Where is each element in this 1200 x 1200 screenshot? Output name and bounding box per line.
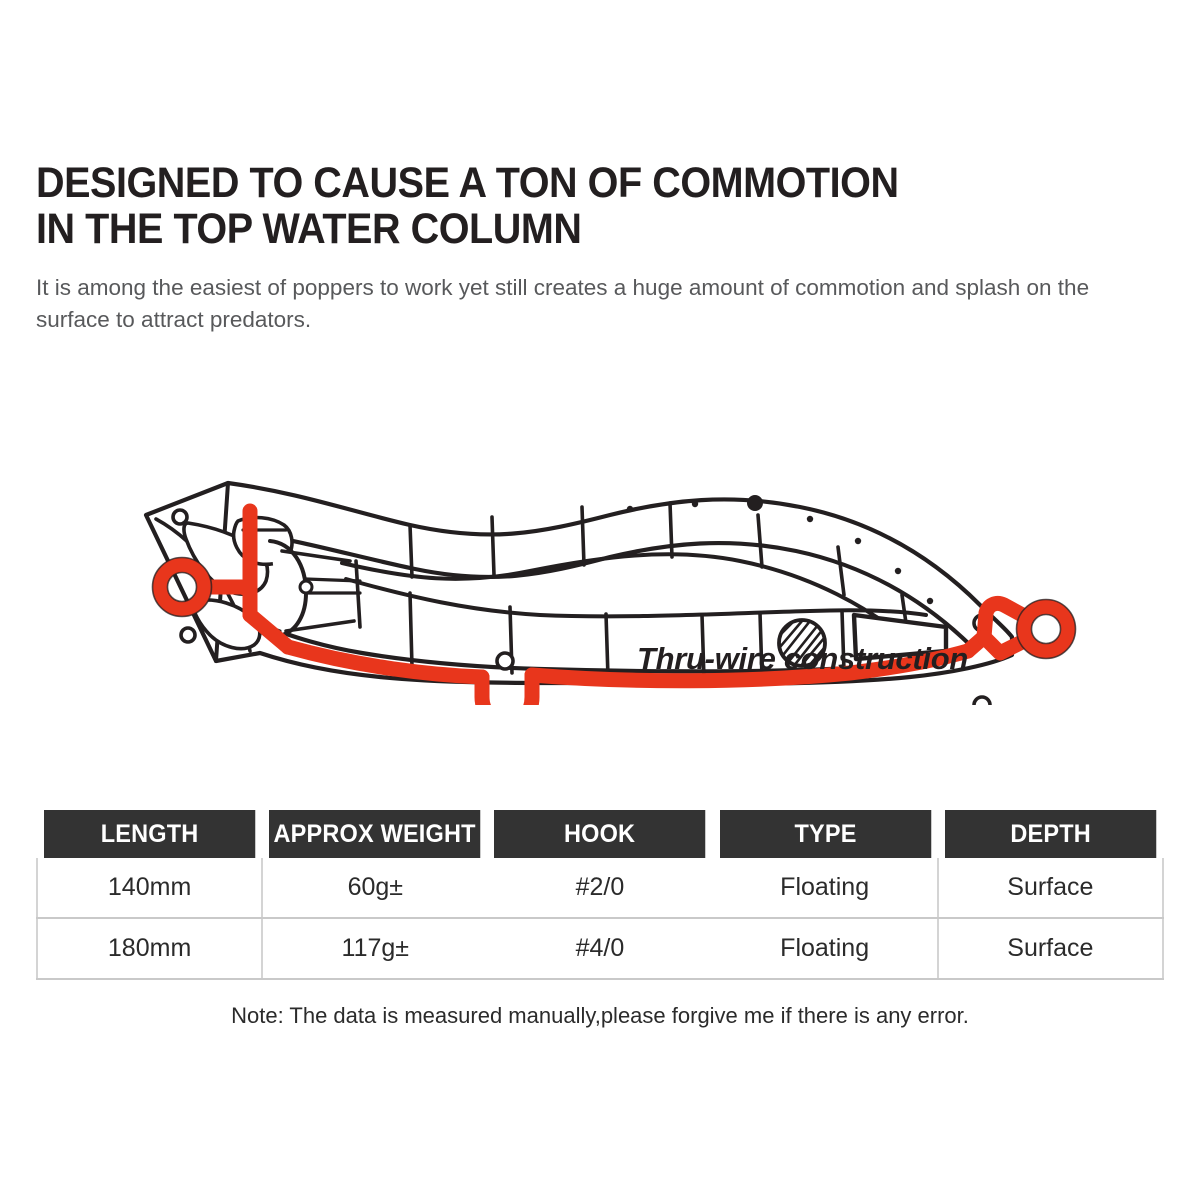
mouth-bore-pin bbox=[298, 579, 314, 595]
head-pin-hole-top bbox=[171, 508, 189, 526]
chamber-divider-u1 bbox=[354, 559, 362, 629]
page-title: DESIGNED TO CAUSE A TON OF COMMOTION IN … bbox=[36, 159, 899, 253]
cell-depth: Surface bbox=[936, 858, 1165, 919]
cell-length: 140mm bbox=[35, 858, 264, 919]
spec-table-wrapper: LENGTH APPROX WEIGHT HOOK TYPE DEPTH 140… bbox=[35, 810, 1165, 980]
tail-eye-loop bbox=[1016, 599, 1076, 659]
wire-tail-yoke-lower bbox=[976, 629, 1032, 661]
chamber-divider-u6 bbox=[756, 513, 764, 569]
cell-weight: 117g± bbox=[262, 918, 488, 980]
spec-header-row: LENGTH APPROX WEIGHT HOOK TYPE DEPTH bbox=[37, 810, 1163, 858]
wire-belly-rail-rear bbox=[524, 643, 976, 689]
header-block: DESIGNED TO CAUSE A TON OF COMMOTION IN … bbox=[36, 160, 1146, 336]
cell-hook: #2/0 bbox=[487, 858, 713, 919]
thru-wire-assembly bbox=[152, 503, 1076, 705]
seam-dot-2 bbox=[691, 500, 699, 508]
chamber-divider-l1 bbox=[408, 591, 414, 669]
wire-belly-rail-front bbox=[280, 639, 490, 685]
thru-wire-caption: Thru-wire construction bbox=[637, 641, 968, 676]
chamber-divider-u7 bbox=[836, 545, 846, 597]
column-header-hook: HOOK bbox=[494, 810, 706, 858]
lure-cutaway-illustration bbox=[110, 415, 1100, 705]
seam-dot-3 bbox=[806, 515, 814, 523]
belly-hanger-hole bbox=[495, 651, 515, 671]
column-header-depth: DEPTH bbox=[944, 810, 1157, 858]
seam-dot-6 bbox=[926, 597, 934, 605]
mouth-funnel-taper-bot bbox=[284, 619, 356, 633]
mouth-funnel-taper-top bbox=[280, 549, 352, 563]
cell-type: Floating bbox=[712, 858, 938, 919]
cell-length: 180mm bbox=[35, 918, 264, 980]
chamber-divider-l5 bbox=[758, 611, 764, 679]
chamber-divider-u2 bbox=[408, 523, 414, 579]
column-header-length: LENGTH bbox=[43, 810, 256, 858]
chamber-upper-floor bbox=[340, 552, 918, 649]
chamber-divider-l6 bbox=[840, 609, 846, 673]
chamber-divider-u4 bbox=[580, 505, 586, 567]
chamber-divider-l3 bbox=[604, 612, 610, 679]
seam-dot-1 bbox=[626, 505, 634, 513]
cell-depth: Surface bbox=[936, 918, 1165, 980]
spec-table-head: LENGTH APPROX WEIGHT HOOK TYPE DEPTH bbox=[37, 810, 1163, 858]
wire-tail-yoke-upper bbox=[976, 595, 1034, 645]
head-pin-hole-bottom bbox=[179, 626, 197, 644]
tail-pin-hole-bottom bbox=[972, 695, 992, 705]
chamber-divider-u5 bbox=[668, 501, 674, 559]
chamber-divider-l4 bbox=[700, 613, 706, 681]
cell-hook: #4/0 bbox=[487, 918, 713, 980]
column-header-weight: APPROX WEIGHT bbox=[268, 810, 481, 858]
spec-table-body: 140mm 60g± #2/0 Floating Surface 180mm 1… bbox=[35, 858, 1165, 980]
dorsal-mount-dot bbox=[747, 495, 763, 511]
table-row: 180mm 117g± #4/0 Floating Surface bbox=[35, 918, 1165, 980]
column-header-type: TYPE bbox=[719, 810, 931, 858]
spec-table: LENGTH APPROX WEIGHT HOOK TYPE DEPTH 140… bbox=[35, 810, 1165, 980]
chamber-lower-ceiling bbox=[344, 577, 928, 619]
page-subtitle: It is among the easiest of poppers to wo… bbox=[36, 275, 1090, 332]
cell-type: Floating bbox=[712, 918, 938, 980]
thru-wire-outline bbox=[151, 556, 1077, 660]
seam-dot-4 bbox=[854, 537, 862, 545]
cell-weight: 60g± bbox=[262, 858, 488, 919]
lure-diagram-svg bbox=[143, 480, 1077, 705]
chamber-divider-u3 bbox=[490, 515, 496, 577]
measurement-note: Note: The data is measured manually,plea… bbox=[231, 1003, 969, 1028]
seam-dot-5 bbox=[894, 567, 902, 575]
table-row: 140mm 60g± #2/0 Floating Surface bbox=[35, 858, 1165, 919]
wire-head-to-belly bbox=[242, 607, 296, 655]
